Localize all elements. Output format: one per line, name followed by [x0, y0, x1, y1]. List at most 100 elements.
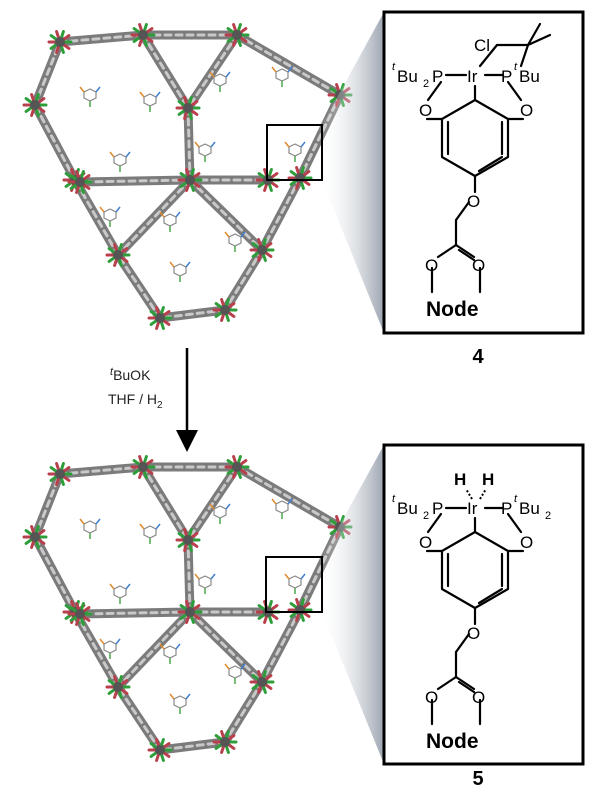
guest-bond — [79, 86, 85, 93]
hydride-right: H — [482, 470, 494, 489]
guest-ring — [113, 585, 127, 599]
left-tbu-sub: 2 — [423, 78, 429, 90]
guest-bond — [240, 231, 246, 238]
guest-bond — [125, 583, 131, 590]
guest-molecule — [79, 518, 101, 539]
metal-node-cluster — [224, 23, 250, 47]
metal-node-cluster — [22, 525, 48, 549]
guest-bond — [271, 66, 277, 73]
node-core — [183, 103, 193, 113]
node-core — [295, 173, 305, 183]
guest-ring — [198, 575, 212, 589]
oxygen-ether-5: O — [467, 624, 480, 643]
guest-molecule — [209, 71, 231, 92]
metal-node-cluster — [147, 306, 173, 330]
guest-molecule — [169, 693, 191, 714]
metal-node-cluster — [147, 738, 173, 762]
reaction-arrow — [176, 348, 198, 452]
linker-highlight — [141, 465, 190, 542]
guest-molecule — [109, 151, 131, 172]
linker-highlight — [141, 33, 190, 110]
guest-bond — [109, 583, 115, 590]
metal-node-cluster — [177, 600, 203, 624]
guest-ring — [213, 73, 227, 87]
guest-bond — [225, 503, 231, 510]
node-core — [257, 245, 267, 255]
node-core — [75, 177, 85, 187]
guest-bond — [185, 261, 191, 268]
oxygen-ester-right-5: O — [472, 688, 485, 707]
guest-bond — [125, 151, 131, 158]
node-core — [55, 37, 65, 47]
right-p-label-5: P — [501, 499, 512, 518]
guest-bond — [194, 573, 200, 580]
guest-bond — [99, 206, 105, 213]
right-tbu-sup-5: t — [514, 493, 518, 505]
guest-ring — [198, 143, 212, 157]
guest-bond — [287, 498, 293, 505]
metal-node-cluster — [287, 166, 313, 190]
guest-molecule — [209, 503, 231, 524]
oxygen-ester-left-5: O — [425, 688, 438, 707]
linker-highlight — [58, 33, 145, 44]
guest-bond — [155, 523, 161, 530]
guest-ring — [228, 233, 242, 247]
zoom-box-bottom — [265, 556, 323, 613]
oxygen-ester-right: O — [472, 256, 485, 275]
guest-bond — [271, 498, 277, 505]
guest-ring — [173, 263, 187, 277]
guest-bond — [139, 91, 145, 98]
compound-number-5: 5 — [472, 768, 483, 789]
guest-bond — [99, 638, 105, 645]
guest-molecule — [271, 498, 293, 519]
node-core — [232, 30, 242, 40]
linker-highlight — [188, 178, 264, 252]
linker-highlight — [33, 103, 77, 182]
node-label-bottom: Node — [426, 730, 479, 753]
guest-molecule — [284, 573, 306, 594]
linker-highlight — [186, 33, 239, 110]
guest-bond — [109, 151, 115, 158]
linker-highlight — [33, 535, 77, 614]
compound-number-4: 4 — [472, 346, 484, 368]
metal-node-cluster — [175, 528, 201, 552]
linker-highlight — [235, 33, 342, 97]
linker-highlight — [188, 610, 264, 684]
metal-node-cluster — [47, 462, 73, 486]
linker-highlight — [186, 538, 192, 614]
molecule-4: Cl Ir P t Bu 2 P t Bu O O O O O Node — [392, 22, 552, 321]
guest-bond — [169, 261, 175, 268]
metal-node-cluster — [47, 30, 73, 54]
structure-box-bottom — [382, 443, 585, 766]
metal-node-cluster — [22, 93, 48, 117]
guest-molecule — [284, 141, 306, 162]
guest-molecule — [224, 663, 246, 684]
guest-bond — [210, 573, 216, 580]
oxygen-right-5: O — [520, 533, 533, 552]
left-p-label-5: P — [432, 499, 443, 518]
metal-label-5: Ir — [467, 499, 478, 518]
molecule-5: H H Ir P t Bu 2 P t Bu 2 O O O O O Node — [392, 470, 551, 753]
left-tbu-label-5: Bu — [397, 499, 418, 518]
guest-bond — [225, 71, 231, 78]
guest-molecule — [99, 206, 121, 227]
node-core — [30, 532, 40, 542]
left-tbu-sup-5: t — [392, 493, 396, 505]
guest-ring — [83, 88, 97, 102]
metal-node-cluster — [130, 455, 156, 479]
guest-molecule — [194, 141, 216, 162]
zoom-box-top — [266, 124, 323, 181]
mof-framework-bottom — [22, 455, 353, 762]
right-tbu-label-5: Bu — [519, 499, 540, 518]
oxygen-left-5: O — [419, 533, 432, 552]
guest-ring — [173, 695, 187, 709]
linker-highlight — [186, 106, 192, 182]
guest-molecule — [139, 91, 161, 112]
guest-bond — [300, 573, 306, 580]
guest-ring — [213, 505, 227, 519]
guest-molecule — [224, 231, 246, 252]
guest-ring — [103, 208, 117, 222]
guest-bond — [224, 231, 230, 238]
guest-ring — [103, 640, 117, 654]
